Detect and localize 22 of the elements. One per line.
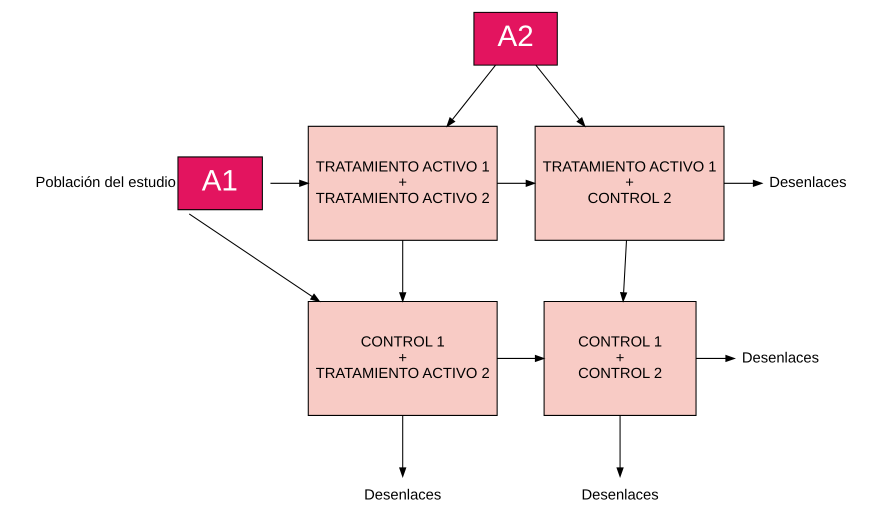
node-box: TRATAMIENTO ACTIVO 1 + CONTROL 2 <box>534 126 725 241</box>
node-box: A2 <box>473 12 558 66</box>
node-text: Desenlaces <box>364 488 442 504</box>
node-text: Desenlaces <box>742 350 820 366</box>
node-box: CONTROL 1 + CONTROL 2 <box>544 300 697 416</box>
arrow <box>399 240 406 303</box>
node-box: TRATAMIENTO ACTIVO 1 + TRATAMIENTO ACTIVO 2 <box>308 126 498 241</box>
arrow <box>724 180 764 187</box>
arrow <box>446 64 496 128</box>
arrow <box>620 240 628 303</box>
arrow <box>498 180 536 187</box>
arrow <box>399 416 406 478</box>
arrow <box>696 354 736 362</box>
node-text: Desenlaces <box>769 175 846 192</box>
arrow <box>188 213 321 302</box>
arrow <box>616 416 624 478</box>
node-text: Desenlaces <box>581 488 659 504</box>
node-label: Población del estudio <box>36 175 176 192</box>
arrow <box>497 354 546 362</box>
arrow <box>536 64 586 128</box>
arrow <box>270 180 310 187</box>
node-box: CONTROL 1 + TRATAMIENTO ACTIVO 2 <box>308 300 498 416</box>
